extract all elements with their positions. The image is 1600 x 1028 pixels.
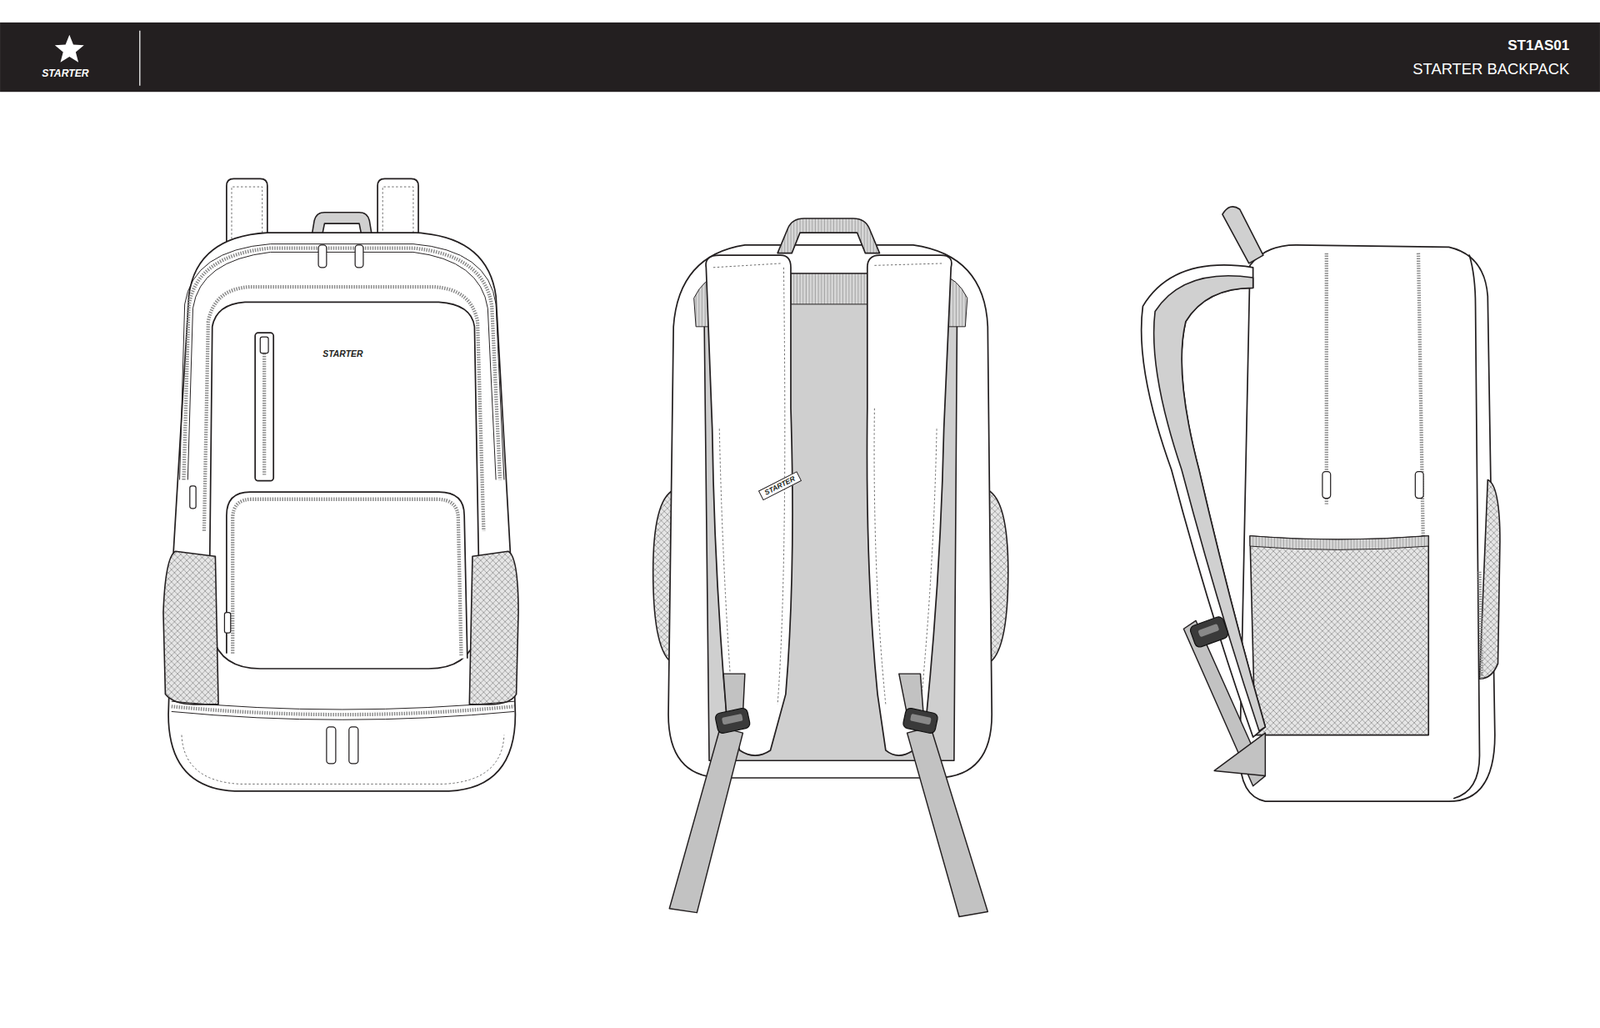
front-view-part [469,550,519,705]
front-view-part [163,550,219,705]
side-view-part [1250,535,1429,735]
header-bar-part [139,30,140,86]
back-view-part [668,245,992,778]
front-view-part [224,612,230,633]
logo-wordmark: STARTER [41,69,89,80]
back-view-part [907,726,989,917]
logo-wordmark: STARTER [322,349,363,359]
side-view-part [1479,571,1481,680]
back-view-part [777,218,880,254]
back-view-part [669,726,743,913]
side-view-part [1322,471,1331,499]
side-view-part [1325,253,1329,505]
side-view-part [1454,255,1480,798]
front-view-part [255,332,274,481]
side-view-part [1189,615,1230,649]
front-view-part [262,339,266,476]
back-view [653,218,1009,917]
front-view-part [355,245,364,268]
front-view-part [226,491,468,659]
front-view-part [190,485,196,509]
back-view-part [790,273,868,305]
side-view-part [1214,732,1265,775]
front-view-part [171,710,515,720]
side-view-part [1479,479,1500,679]
front-view-part [318,245,327,268]
style-number: ST1AS01 [1507,38,1570,55]
side-view [1141,206,1500,801]
front-view-part [260,336,269,354]
side-view-part [1415,471,1424,499]
back-view-part [910,713,932,725]
front-view-part [181,735,505,785]
side-view-part [1240,245,1495,801]
back-view-part [705,255,793,755]
back-view-part [721,713,744,725]
front-view-part [326,726,336,764]
front-view-part [232,499,461,655]
side-view-part [1222,206,1264,264]
logo-star [55,35,85,63]
back-view-part [714,706,750,734]
front-view-part [171,705,515,715]
back-view-part [874,263,945,710]
front-view [163,178,519,791]
back-view-part [902,706,939,734]
header-bar-part [0,22,1600,92]
side-view-part [1418,253,1424,557]
back-view-part [866,255,951,755]
side-view-part [1250,535,1429,550]
product-name: STARTER BACKPACK [1412,60,1570,78]
header-bar [0,22,1600,92]
front-view-part [209,301,480,669]
front-view-part [168,232,515,791]
front-view-part [171,700,515,710]
logo-star [55,35,85,63]
side-view-part [1197,623,1220,637]
front-view-part [349,726,359,764]
